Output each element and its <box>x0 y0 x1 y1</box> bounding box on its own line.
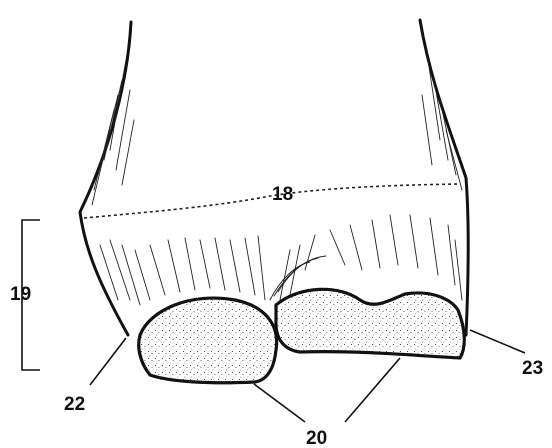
lower-hatching <box>100 215 462 305</box>
label-19: 19 <box>10 284 31 305</box>
label-22: 22 <box>64 394 85 415</box>
label-18: 18 <box>272 184 293 205</box>
label-23: 23 <box>522 358 543 379</box>
condyle-right <box>276 289 464 358</box>
label-20: 20 <box>306 428 327 448</box>
condyle-left <box>139 298 277 383</box>
bone-shaft <box>80 20 468 335</box>
